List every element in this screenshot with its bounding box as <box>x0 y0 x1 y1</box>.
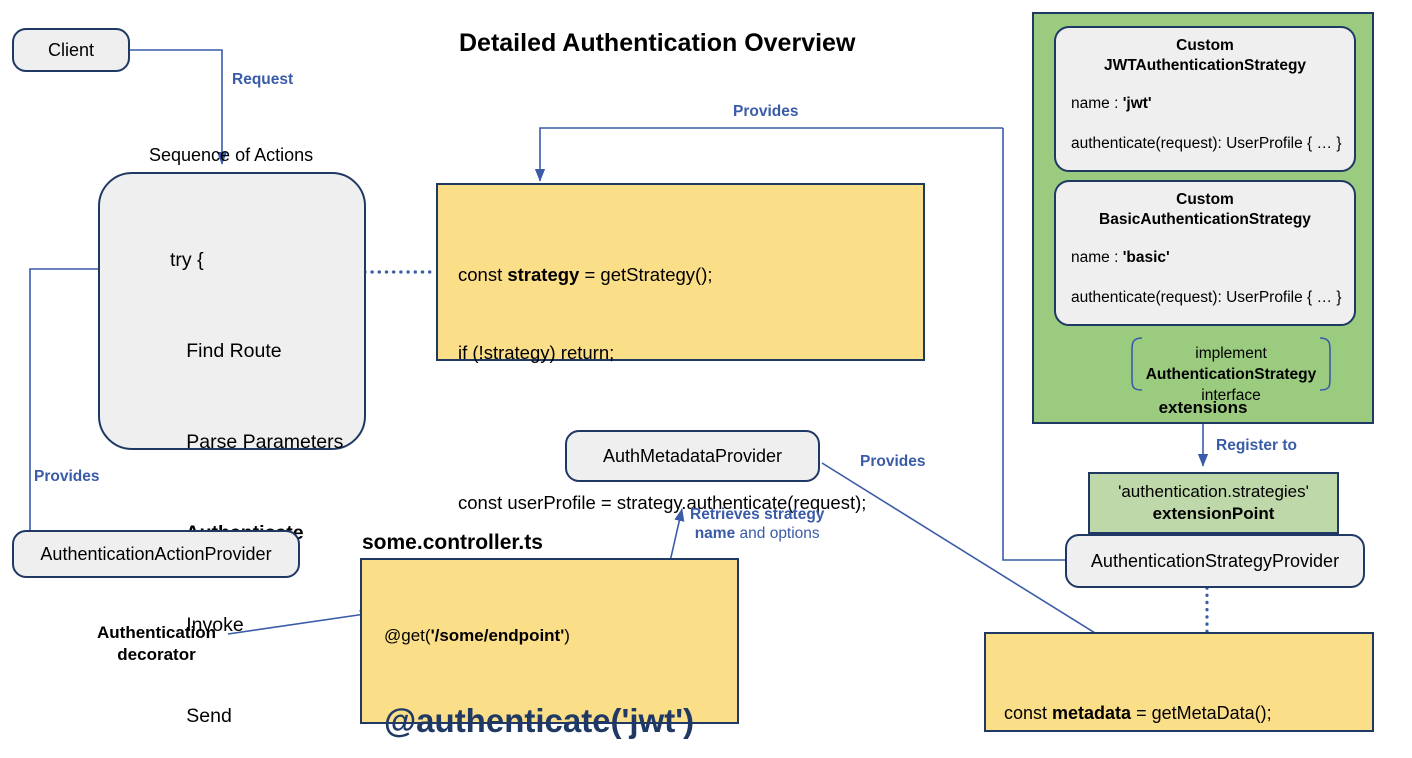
decorator-annotation-line1: Authentication <box>97 623 216 642</box>
edge-label-request: Request <box>232 71 294 88</box>
node-auth-metadata-provider-label: AuthMetadataProvider <box>602 445 783 466</box>
node-authentication-strategy-provider-label: AuthenticationStrategyProvider <box>1090 550 1340 571</box>
decorator-annotation-line2: decorator <box>117 645 196 665</box>
code-line-1: const strategy = getStrategy(); <box>458 263 713 285</box>
card-basic-authentication-strategy[interactable]: Custom BasicAuthenticationStrategy name … <box>1054 180 1356 326</box>
code-block-authenticate-action: const strategy = getStrategy(); if (!str… <box>436 183 925 662</box>
sequence-line-1: Find Route <box>170 340 282 363</box>
implement-line1: implement <box>1195 345 1267 362</box>
panel-extensions: Custom JWTAuthenticationStrategy name : … <box>1032 12 1374 424</box>
card-jwt-method: authenticate(request): UserProfile { … } <box>1071 135 1342 153</box>
sequence-line-0: try { <box>170 248 204 271</box>
sequence-body: try { Find Route Parse Parameters Authen… <box>170 184 343 758</box>
decorator-annotation-label: Authentication decorator <box>84 622 229 666</box>
node-client-label: Client <box>47 39 95 60</box>
card-jwt-name-label: name : <box>1071 95 1123 113</box>
extensions-label: extensions <box>1158 398 1248 417</box>
sequence-title: Sequence of Actions <box>149 145 314 165</box>
card-jwt-title: Custom JWTAuthenticationStrategy <box>1056 36 1354 76</box>
implement-bracket-icon <box>1131 337 1331 391</box>
implement-line2: AuthenticationStrategy interface <box>1126 365 1336 407</box>
card-jwt-name-value: 'jwt' <box>1122 95 1152 113</box>
retrieves-line2: name and options <box>690 525 824 544</box>
implement-interface-name: AuthenticationStrategy <box>1145 365 1317 383</box>
edge-label-retrieves-strategy: Retrieves strategy name and options <box>690 506 824 543</box>
node-auth-metadata-provider[interactable]: AuthMetadataProvider <box>565 430 820 482</box>
node-client[interactable]: Client <box>12 28 130 72</box>
code-line-3: const userProfile = strategy.authenticat… <box>458 491 867 513</box>
code-block-strategy-provider: const metadata = getMetaData(); const na… <box>984 632 1374 732</box>
extension-point-name: 'authentication.strategies' <box>1118 482 1309 502</box>
card-basic-name-label: name : <box>1071 249 1123 267</box>
sequence-line-2: Parse Parameters <box>170 431 344 454</box>
card-jwt-name-row: name : 'jwt' <box>1071 95 1354 113</box>
controller-line-1: @get('/some/endpoint') <box>384 626 570 646</box>
edge-label-provides-metadata: Provides <box>860 453 926 470</box>
card-basic-title-line2: BasicAuthenticationStrategy <box>1099 211 1311 229</box>
retrieves-line1: Retrieves strategy <box>690 506 825 523</box>
node-authentication-action-provider-label: AuthenticationActionProvider <box>40 543 272 564</box>
card-basic-name-value: 'basic' <box>1122 249 1170 267</box>
node-sequence-of-actions[interactable] <box>98 172 366 450</box>
edge-label-provides-left: Provides <box>34 468 100 485</box>
controller-decorator: @authenticate('jwt') <box>384 701 695 739</box>
card-basic-title-line1: Custom <box>1176 191 1234 208</box>
retrieves-options-tail: and options <box>735 524 820 542</box>
extension-point-kind: extensionPoint <box>1152 504 1275 523</box>
sequence-line-4: Invoke <box>170 613 244 636</box>
card-basic-name-row: name : 'basic' <box>1071 249 1354 267</box>
card-basic-method: authenticate(request): UserProfile { … } <box>1071 289 1342 307</box>
node-authentication-action-provider[interactable]: AuthenticationActionProvider <box>12 530 300 578</box>
card-basic-title: Custom BasicAuthenticationStrategy <box>1056 190 1354 230</box>
sequence-line-5: Send <box>170 704 232 727</box>
card-jwt-title-line1: Custom <box>1176 37 1234 54</box>
controller-route-path: '/some/endpoint' <box>430 626 565 646</box>
edge-label-provides-top: Provides <box>733 103 799 120</box>
code-line-2: if (!strategy) return; <box>458 342 615 364</box>
sp-code-line-1: const metadata = getMetaData(); <box>1004 703 1272 724</box>
card-jwt-title-line2: JWTAuthenticationStrategy <box>1103 57 1307 75</box>
card-jwt-authentication-strategy[interactable]: Custom JWTAuthenticationStrategy name : … <box>1054 26 1356 172</box>
edge-label-register-to: Register to <box>1216 437 1297 454</box>
implement-interface-text: implement AuthenticationStrategy interfa… <box>1126 344 1336 407</box>
node-extension-point[interactable]: 'authentication.strategies' extensionPoi… <box>1088 472 1339 534</box>
retrieves-name-bold: name <box>694 524 736 542</box>
node-authentication-strategy-provider[interactable]: AuthenticationStrategyProvider <box>1065 534 1365 588</box>
page-title: Detailed Authentication Overview <box>459 29 856 57</box>
implement-interface-suffix: interface <box>1201 386 1261 404</box>
controller-filename: some.controller.ts <box>362 531 543 554</box>
edge-strategyprovider-to-code <box>534 127 1003 182</box>
code-block-controller: @get('/some/endpoint') @authenticate('jw… <box>360 558 739 739</box>
